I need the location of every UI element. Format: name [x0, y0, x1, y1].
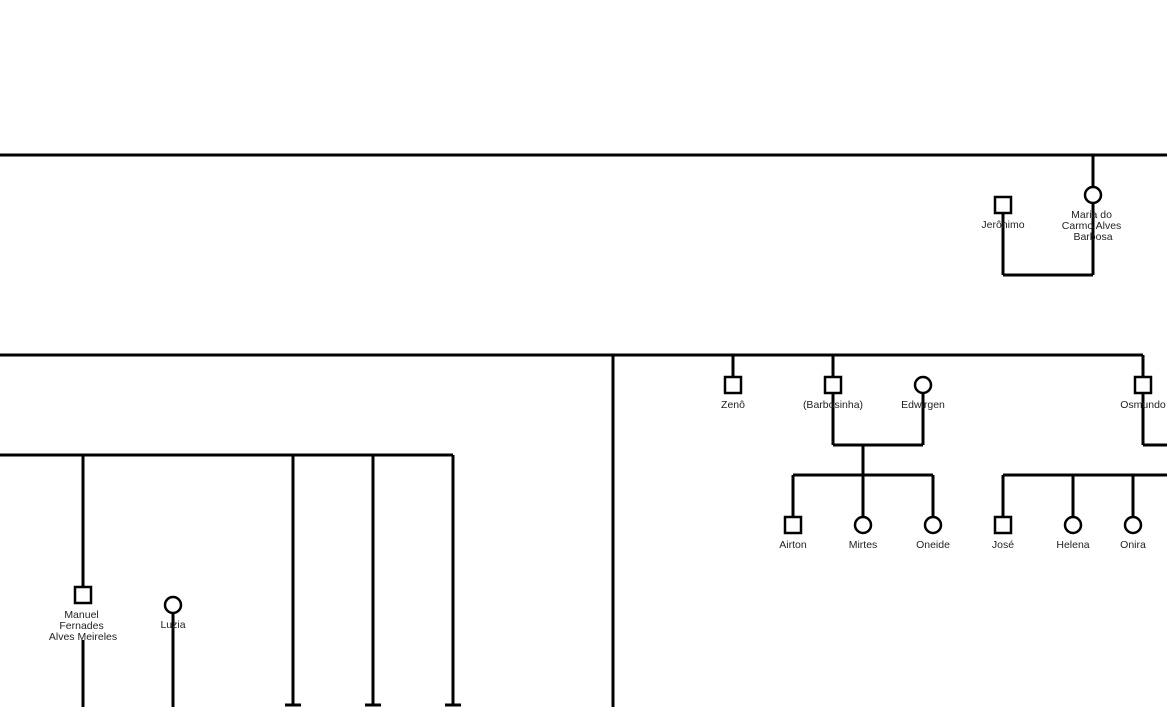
- person-manuel-male-icon[interactable]: [73, 585, 93, 605]
- person-label-manuel: Manuel Fernades Alves Meireles: [49, 609, 117, 643]
- person-osmundo-male-icon[interactable]: [1133, 375, 1153, 395]
- person-label-oneide: Oneide: [916, 539, 950, 551]
- connector-lines: [0, 153, 1167, 707]
- person-jose-male-icon[interactable]: [993, 515, 1013, 535]
- person-mirtes-female-icon[interactable]: [853, 515, 873, 535]
- person-label-helena: Helena: [1056, 539, 1089, 551]
- person-labels: Jerônimo Maria do Carmo Alves Barbosa Ze…: [49, 209, 1166, 643]
- person-label-edwirgen: Edwirgen: [901, 399, 945, 411]
- person-label-jose: José: [992, 539, 1014, 551]
- person-label-zeno: Zenô: [721, 399, 745, 411]
- person-nodes: [73, 185, 1153, 615]
- person-luzia-female-icon[interactable]: [163, 595, 183, 615]
- person-label-mirtes: Mirtes: [849, 539, 878, 551]
- person-jeronimo-male-icon[interactable]: [993, 195, 1013, 215]
- person-edwirgen-female-icon[interactable]: [913, 375, 933, 395]
- person-label-jeronimo: Jerônimo: [981, 219, 1024, 231]
- person-maria-female-icon[interactable]: [1083, 185, 1103, 205]
- person-onira-female-icon[interactable]: [1123, 515, 1143, 535]
- person-label-airton: Airton: [779, 539, 807, 551]
- person-label-osmundo: Osmundo: [1120, 399, 1166, 411]
- person-helena-female-icon[interactable]: [1063, 515, 1083, 535]
- person-airton-male-icon[interactable]: [783, 515, 803, 535]
- person-label-barbosinha: (Barbosinha): [803, 399, 863, 411]
- person-label-maria: Maria do Carmo Alves Barbosa: [1062, 209, 1124, 243]
- person-label-onira: Onira: [1120, 539, 1146, 551]
- person-label-luzia: Luzia: [160, 619, 185, 631]
- person-oneide-female-icon[interactable]: [923, 515, 943, 535]
- person-zeno-male-icon[interactable]: [723, 375, 743, 395]
- person-barbosinha-male-icon[interactable]: [823, 375, 843, 395]
